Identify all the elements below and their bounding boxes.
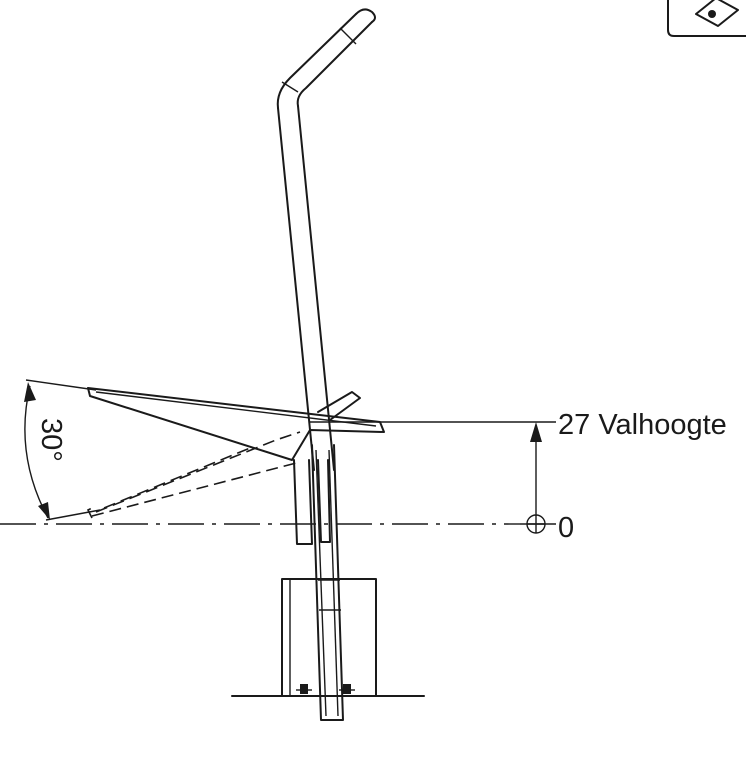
post-main bbox=[276, 8, 376, 471]
ground-zero-label: 0 bbox=[558, 512, 574, 544]
clamp-sleeve bbox=[293, 459, 331, 545]
angle-dimension bbox=[24, 379, 101, 521]
fall-height-dimension bbox=[526, 422, 546, 534]
seat-dashed bbox=[86, 431, 301, 519]
seat-solid bbox=[87, 387, 385, 461]
installation-symbol-icon bbox=[667, 0, 746, 37]
angle-label: 30° bbox=[35, 418, 67, 462]
fall-height-label: 27 Valhoogte bbox=[558, 409, 727, 441]
bolt-right bbox=[343, 684, 351, 694]
bolt-left bbox=[300, 684, 308, 694]
post-lower-section bbox=[311, 444, 344, 721]
foundation-block bbox=[231, 578, 425, 697]
